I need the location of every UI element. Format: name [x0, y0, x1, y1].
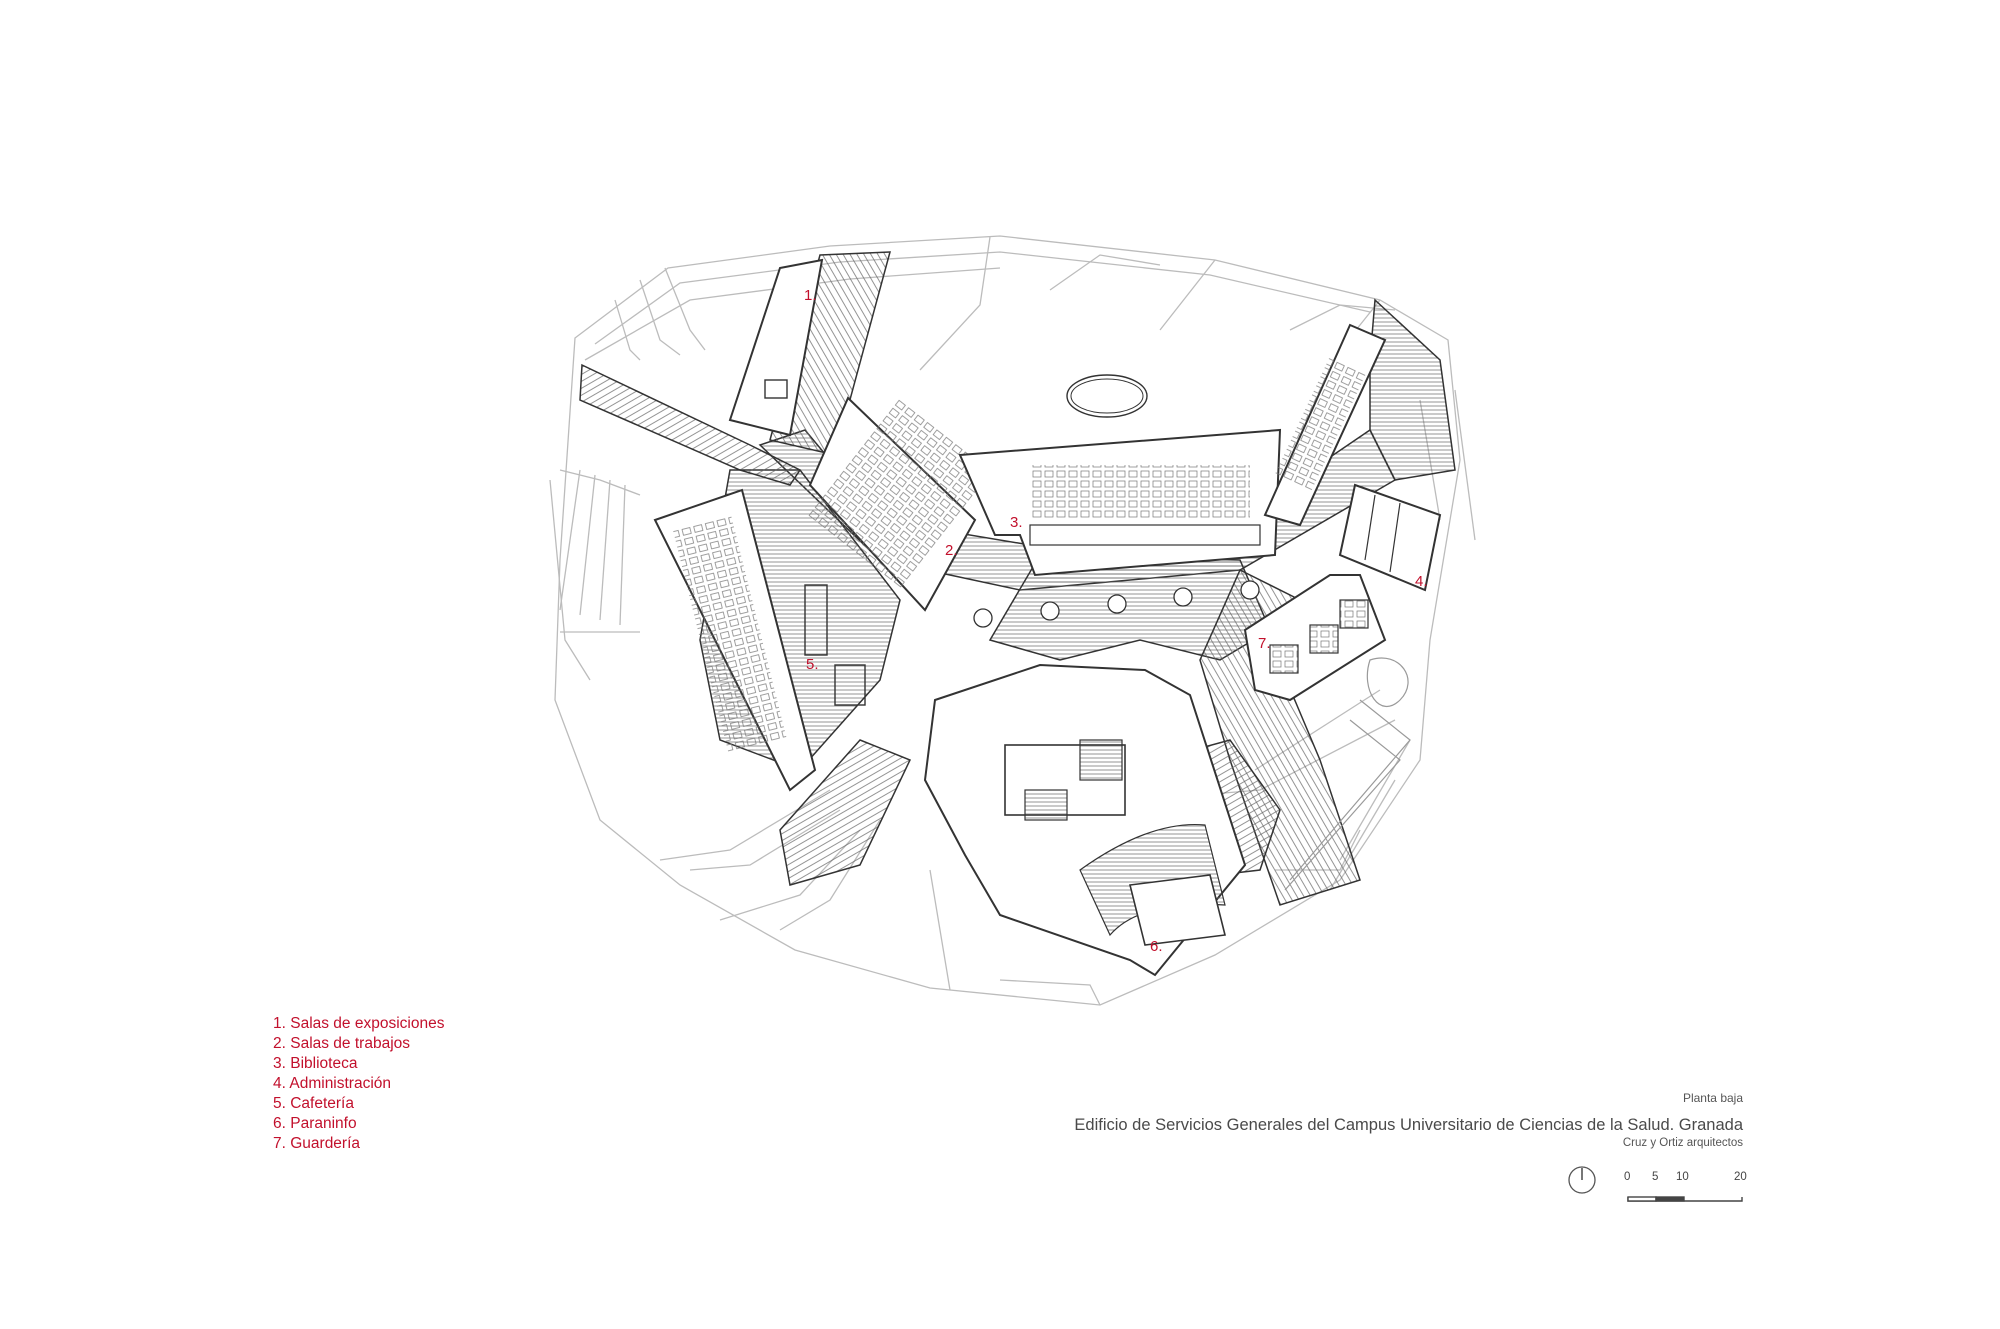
sheet-name: Planta baja: [1682, 1091, 1743, 1105]
plaza-columns: [973, 580, 1260, 628]
playground: [1284, 657, 1411, 891]
plan-label-2: 2.: [945, 542, 958, 559]
wing-salas-de-trabajos: [806, 396, 994, 612]
legend-item: 1. Salas de exposiciones: [273, 1015, 445, 1032]
plan-label-3: 3.: [1010, 514, 1023, 531]
legend: 1. Salas de exposiciones 2. Salas de tra…: [273, 1014, 444, 1154]
author-name: Cruz y Ortiz arquitectos: [1622, 1137, 1743, 1149]
wing-paraninfo: [923, 663, 1247, 977]
plan-label-6: 6.: [1150, 938, 1163, 955]
legend-item: 2. Salas de trabajos: [273, 1035, 411, 1052]
wing-biblioteca: [958, 428, 1282, 577]
wing-guarderia: [1243, 574, 1387, 702]
courtyard-oval: [1066, 374, 1148, 418]
legend-item: 6. Paraninfo: [273, 1115, 357, 1132]
plan-label-4: 4.: [1415, 573, 1428, 590]
scale-label-0: 0: [1624, 1171, 1631, 1183]
plan-label-1: 1.: [804, 287, 817, 304]
north-arrow-icon: [1568, 1166, 1596, 1194]
plan-room-numbers: 1. 2. 3. 4. 5. 6. 7.: [804, 287, 1428, 955]
scale-bar: [1627, 1196, 1743, 1202]
site-contours: [549, 235, 1476, 1006]
drawing-title: Edificio de Servicios Generales del Camp…: [1074, 1116, 1743, 1134]
legend-item: 5. Cafetería: [273, 1095, 354, 1112]
legend-item: 4. Administración: [273, 1075, 392, 1092]
plan-label-5: 5.: [806, 656, 819, 673]
wing-cafeteria: [653, 488, 866, 792]
scale-label-10: 10: [1676, 1171, 1689, 1183]
wing-northeast-arm: [1263, 323, 1387, 527]
scale-label-5: 5: [1652, 1171, 1659, 1183]
legend-item: 7. Guardería: [273, 1135, 361, 1152]
plan-label-7: 7.: [1258, 635, 1271, 652]
legend-item: 3. Biblioteca: [273, 1055, 358, 1072]
wing-administracion: [1338, 483, 1442, 592]
scale-label-20: 20: [1734, 1171, 1747, 1183]
wing-salas-de-exposiciones: [728, 258, 824, 437]
